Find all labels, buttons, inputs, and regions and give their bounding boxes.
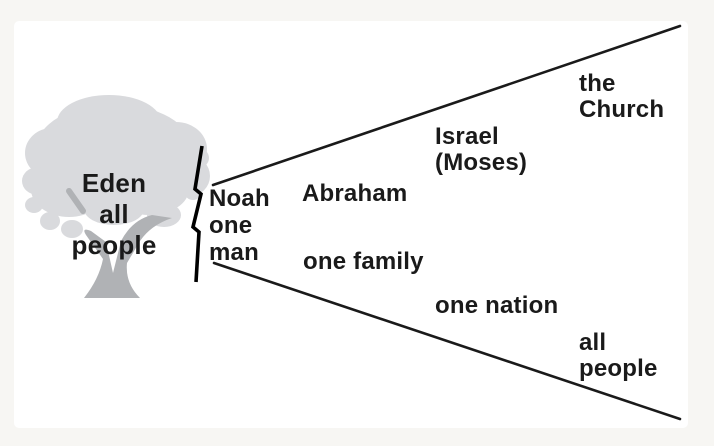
tree-trunk	[66, 188, 172, 298]
lightning-bolt-icon	[190, 145, 204, 283]
diagram-panel: Eden all people Noah one man Abraham one…	[14, 21, 688, 428]
tree-canopy	[22, 95, 210, 238]
diagram-artwork	[22, 24, 682, 421]
noah-one-man-label: Noah one man	[209, 185, 270, 266]
tree-trunk-shape	[84, 215, 172, 298]
lower-divergence-line	[212, 261, 682, 421]
one-family-label: one family	[303, 248, 424, 275]
divergence-lines	[211, 24, 682, 421]
one-nation-label: one nation	[435, 292, 559, 319]
upper-divergence-line	[211, 24, 682, 187]
tree-branch-stub	[66, 188, 86, 214]
israel-moses-label: Israel (Moses)	[435, 123, 528, 176]
eden-all-people-label: Eden all people	[71, 168, 157, 260]
the-church-label: the Church	[579, 70, 665, 123]
abraham-label: Abraham	[302, 180, 408, 207]
all-people-label: all people	[579, 329, 658, 382]
